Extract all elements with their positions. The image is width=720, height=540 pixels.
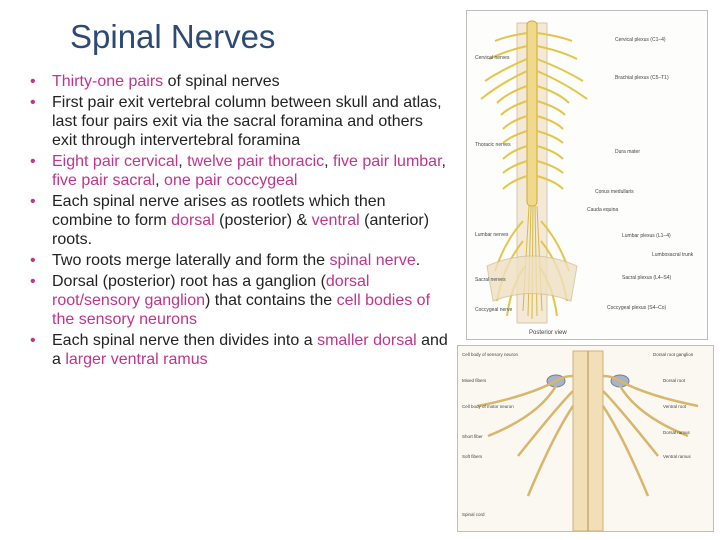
bullet-item: • Each spinal nerve arises as rootlets wh… bbox=[30, 192, 450, 249]
label-thoracic-nerves: Thoracic nerves bbox=[475, 142, 511, 148]
nerve-root-figure: Cell body of sensory neuron Mixed fibers… bbox=[457, 345, 714, 532]
label-coccygeal-nerve: Coccygeal nerve bbox=[475, 307, 512, 313]
bullet-text: Each spinal nerve arises as rootlets whi… bbox=[52, 193, 386, 229]
label-dorsal-ramus: Dorsal ramus bbox=[663, 430, 691, 435]
bullet-item: •Two roots merge laterally and form the … bbox=[30, 251, 450, 270]
label-dorsal-root-ganglion: Dorsal root ganglion bbox=[653, 352, 694, 357]
label-conus-medullaris: Conus medullaris bbox=[595, 189, 634, 195]
highlight-text: twelve pair thoracic bbox=[187, 153, 325, 170]
label-cell-body-sensory: Cell body of sensory neuron bbox=[462, 352, 519, 357]
bullet-item: • Dorsal (posterior) root has a ganglion … bbox=[30, 272, 450, 329]
label-coccygeal-plexus: Coccygeal plexus (S4–Co) bbox=[607, 305, 667, 311]
highlight-text: dorsal bbox=[171, 212, 215, 229]
spinal-cord bbox=[526, 20, 538, 207]
bullet-text: ) that contains the bbox=[204, 292, 337, 309]
label-spinal-cord: Spinal cord bbox=[462, 512, 485, 517]
highlight-text: spinal nerve bbox=[329, 252, 416, 269]
label-cell-body-motor: Cell body of motor neuron bbox=[462, 404, 514, 409]
highlight-text: ventral bbox=[311, 212, 360, 229]
highlight-text: Thirty-one pairs bbox=[52, 73, 164, 90]
label-sacral-plexus: Sacral plexus (L4–S4) bbox=[622, 275, 672, 281]
nerve-roots bbox=[477, 374, 699, 497]
highlight-text: five pair sacral bbox=[52, 172, 156, 189]
highlight-text: one pair coccygeal bbox=[164, 172, 298, 189]
label-short-fiber: Short fiber bbox=[462, 434, 483, 439]
bullet-dot: • bbox=[30, 273, 36, 290]
bullet-text: . bbox=[415, 252, 421, 269]
bullet-text: , bbox=[441, 153, 446, 170]
bullet-dot: • bbox=[30, 94, 36, 111]
label-brachial-plexus: Brachial plexus (C5–T1) bbox=[615, 75, 669, 81]
bullet-text: , bbox=[155, 172, 165, 189]
bullet-text: First pair exit vertebral column between… bbox=[52, 94, 442, 149]
bullet-text: Two roots merge laterally and form the bbox=[52, 252, 330, 269]
highlight-text: cell bodies of the sensory neurons bbox=[52, 292, 431, 328]
bullet-dot: • bbox=[30, 153, 36, 170]
label-dorsal-root: Dorsal root bbox=[663, 378, 686, 383]
label-mixed-fibers: Mixed fibers bbox=[462, 378, 487, 383]
bullet-item: • Each spinal nerve then divides into a s… bbox=[30, 331, 450, 369]
bullet-item: • Thirty-one pairs of spinal nerves bbox=[30, 72, 450, 91]
slide-title: Spinal Nerves bbox=[70, 18, 276, 55]
label-soft-fibers: Soft fibers bbox=[462, 454, 483, 459]
pelvis bbox=[486, 255, 578, 302]
label-lumbar-plexus: Lumbar plexus (L1–4) bbox=[622, 233, 671, 239]
label-lumbar-nerves: Lumbar nerves bbox=[475, 232, 509, 238]
bullet-text: Dorsal (posterior) root has a ganglion ( bbox=[52, 273, 326, 290]
label-cauda-equina: Cauda equina bbox=[587, 207, 618, 213]
label-ventral-ramus: Ventral ramus bbox=[663, 454, 692, 459]
nerve-root-illustration: Cell body of sensory neuron Mixed fibers… bbox=[462, 350, 699, 531]
highlight-text: smaller dorsal bbox=[317, 332, 417, 349]
bullet-dot: • bbox=[30, 193, 36, 210]
highlight-text: five pair lumbar bbox=[333, 153, 442, 170]
highlight-text: larger ventral ramus bbox=[65, 351, 208, 368]
spinal-cord-illustration: Cervical nerves Thoracic nerves Lumbar n… bbox=[475, 20, 694, 336]
bullet-item: • First pair exit vertebral column betwee… bbox=[30, 93, 450, 150]
label-ventral-root: Ventral root bbox=[663, 404, 687, 409]
bullet-text: of spinal nerves bbox=[163, 73, 280, 90]
label-sacral-nerves: Sacral nerves bbox=[475, 277, 506, 283]
highlight-text: Eight pair cervical bbox=[52, 153, 179, 170]
bullet-item: • Eight pair cervical, twelve pair thorac… bbox=[30, 152, 450, 190]
spinal-cord-figure: Cervical nerves Thoracic nerves Lumbar n… bbox=[466, 10, 708, 340]
bullet-text: , bbox=[324, 153, 334, 170]
bullet-text: (posterior) & bbox=[214, 212, 312, 229]
bullet-dot: • bbox=[30, 332, 36, 349]
bullet-text: and a bbox=[52, 332, 448, 368]
label-cervical-nerves: Cervical nerves bbox=[475, 55, 510, 61]
bullet-text: Each spinal nerve then divides into a bbox=[52, 332, 318, 349]
bullet-text: (anterior) roots. bbox=[52, 212, 430, 248]
label-dura-mater: Dura mater bbox=[615, 149, 640, 155]
bullet-text: , bbox=[178, 153, 188, 170]
bullet-list: • Thirty-one pairs of spinal nerves • Firs… bbox=[30, 72, 450, 371]
figure-caption: Posterior view bbox=[529, 330, 567, 336]
label-cervical-plexus: Cervical plexus (C1–4) bbox=[615, 37, 666, 43]
bullet-dot: • bbox=[30, 73, 36, 90]
label-lumbosacral-trunk: Lumbosacral trunk bbox=[652, 252, 694, 258]
bullet-dot: • bbox=[30, 252, 36, 269]
highlight-text: dorsal root/sensory ganglion bbox=[52, 273, 370, 309]
